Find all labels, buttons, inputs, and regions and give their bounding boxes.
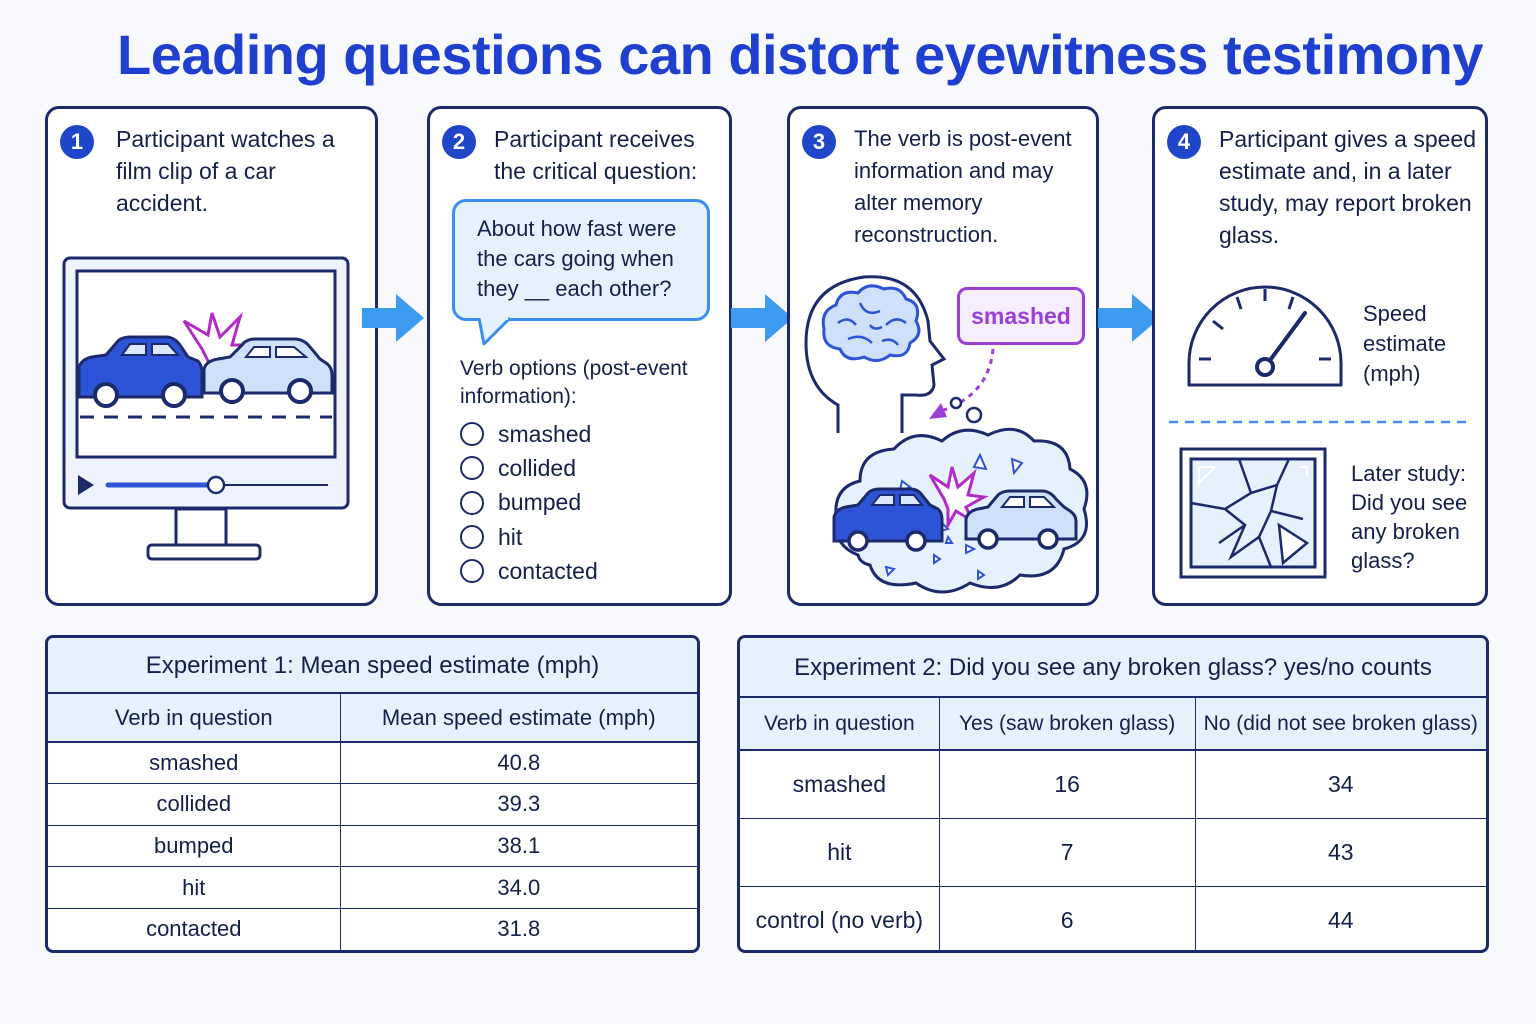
experiment-1-table: Experiment 1: Mean speed estimate (mph) … [45, 635, 700, 953]
question-bubble: About how fast were the cars going when … [452, 199, 710, 321]
light-blue-car-icon [202, 337, 334, 404]
verb-cell: collided [48, 783, 341, 826]
blue-car-icon [77, 335, 204, 408]
verb-cell: bumped [48, 825, 341, 868]
table-row: contacted 31.8 [48, 908, 697, 950]
light-blue-car-icon [964, 489, 1078, 550]
step-text: Participant gives a speed estimate and, … [1219, 126, 1476, 248]
yes-count-cell: 7 [938, 818, 1196, 888]
verb-option-hit[interactable]: hit [460, 520, 598, 554]
step-number: 1 [60, 125, 94, 159]
scrubber-handle[interactable] [206, 475, 226, 495]
step-text: Participant receives the critical questi… [494, 126, 698, 184]
no-count-cell: 44 [1194, 886, 1486, 950]
step-1-panel: 1 Participant watches a film clip of a c… [45, 106, 378, 606]
verb-option-smashed[interactable]: smashed [460, 417, 598, 451]
blue-car-icon [832, 487, 944, 552]
radio-icon[interactable] [460, 422, 484, 447]
speech-bubble-tail [478, 316, 512, 346]
column-header: Yes (saw broken glass) [938, 698, 1196, 751]
radio-icon[interactable] [460, 525, 484, 550]
radio-icon[interactable] [460, 559, 484, 584]
value-cell: 31.8 [339, 908, 697, 950]
step-3-panel: 3 The verb is post-event information and… [787, 106, 1099, 606]
yes-count-cell: 6 [938, 886, 1196, 950]
broken-glass-question: Later study: Did you see any broken glas… [1351, 461, 1468, 573]
arrow-right-icon [1098, 294, 1160, 342]
verb-option-contacted[interactable]: contacted [460, 554, 598, 588]
verb-cell: hit [48, 866, 341, 909]
broken-glass-icon [1179, 447, 1327, 579]
verb-option-collided[interactable]: collided [460, 451, 598, 485]
no-count-cell: 43 [1194, 818, 1486, 888]
radio-icon[interactable] [460, 456, 484, 481]
column-header: No (did not see broken glass) [1194, 698, 1486, 751]
play-icon[interactable] [78, 475, 94, 495]
verb-cell: smashed [48, 742, 341, 785]
yes-count-cell: 16 [938, 750, 1196, 819]
verb-cell: smashed [740, 750, 940, 819]
dashed-divider [1169, 420, 1469, 424]
step-text: Participant watches a film clip of a car… [116, 126, 335, 216]
value-cell: 40.8 [339, 742, 697, 785]
value-cell: 39.3 [339, 783, 697, 826]
memory-cloud-icon [832, 396, 1089, 594]
radio-icon[interactable] [460, 490, 484, 515]
brain-icon [821, 284, 921, 362]
verb-options-list: smashed collided bumped hit contacted [460, 417, 598, 588]
column-header: Verb in question [740, 698, 940, 751]
step-number: 3 [802, 125, 836, 159]
no-count-cell: 34 [1194, 750, 1486, 819]
speedometer-icon [1187, 285, 1343, 387]
verb-option-bumped[interactable]: bumped [460, 486, 598, 520]
table-title: Experiment 1: Mean speed estimate (mph) [48, 638, 697, 694]
value-cell: 38.1 [339, 825, 697, 868]
value-cell: 34.0 [339, 866, 697, 909]
speed-estimate-label: Speed estimate (mph) [1363, 301, 1447, 386]
step-4-panel: 4 Participant gives a speed estimate and… [1152, 106, 1488, 606]
head-brain-icon [804, 275, 947, 433]
verb-options-heading: Verb options (post-event information): [460, 357, 688, 408]
step-number: 4 [1167, 125, 1201, 159]
column-header: Verb in question [48, 694, 341, 743]
verb-cell: hit [740, 818, 940, 888]
step-text: The verb is post-event information and m… [854, 126, 1072, 247]
table-title: Experiment 2: Did you see any broken gla… [740, 638, 1486, 698]
step-2-panel: 2 Participant receives the critical ques… [427, 106, 732, 606]
experiment-2-table: Experiment 2: Did you see any broken gla… [737, 635, 1489, 953]
arrow-right-icon [731, 294, 793, 342]
impact-burst-icon [928, 466, 989, 531]
step-number: 2 [442, 125, 476, 159]
film-monitor-icon [62, 256, 350, 561]
verb-cell: contacted [146, 916, 242, 942]
arrow-right-icon [362, 294, 424, 342]
dotted-link-arrow [929, 348, 995, 419]
column-header: Mean speed estimate (mph) [339, 694, 697, 743]
page-title: Leading questions can distort eyewitness… [117, 23, 1483, 86]
verb-cell: control (no verb) [755, 907, 924, 934]
verb-tag-smashed: smashed [957, 287, 1085, 345]
